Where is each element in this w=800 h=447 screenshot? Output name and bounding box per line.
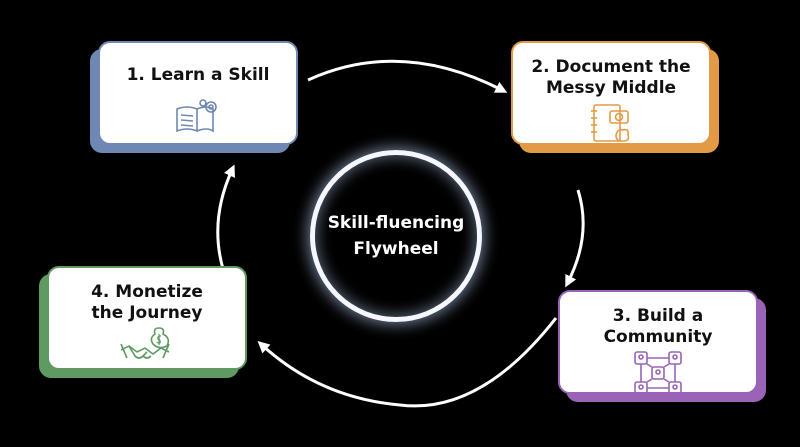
arrow-community-to-monetize	[257, 317, 558, 408]
arrow-document-to-community	[565, 189, 585, 288]
hub-title: Skill-fluencing Flywheel	[327, 213, 465, 259]
step-card-build-a-community: 3. Build a Community	[558, 290, 766, 402]
community-network-icon	[634, 351, 682, 395]
step-title: 1. Learn a Skill	[126, 65, 270, 85]
card-face: 2. Document the Messy Middle	[511, 41, 711, 145]
step-title: 4. Monetize the Journey	[91, 282, 203, 323]
step-card-monetize-the-journey: 4. Monetize the Journey	[39, 266, 247, 378]
step-title: 2. Document the Messy Middle	[531, 57, 691, 98]
step-card-document-messy-middle: 2. Document the Messy Middle	[511, 41, 719, 153]
handshake-money-icon	[120, 327, 170, 359]
book-gear-icon	[176, 99, 217, 133]
notebook-camera-icon	[591, 104, 630, 142]
step-card-learn-a-skill: 1. Learn a Skill	[90, 41, 298, 153]
flywheel-hub: Skill-fluencing Flywheel	[310, 150, 482, 322]
step-title: 3. Build a Community	[603, 306, 713, 347]
arrow-learn-to-document	[307, 59, 508, 93]
card-face: 4. Monetize the Journey	[47, 266, 247, 370]
card-face: 1. Learn a Skill	[98, 41, 298, 145]
card-face: 3. Build a Community	[558, 290, 758, 395]
